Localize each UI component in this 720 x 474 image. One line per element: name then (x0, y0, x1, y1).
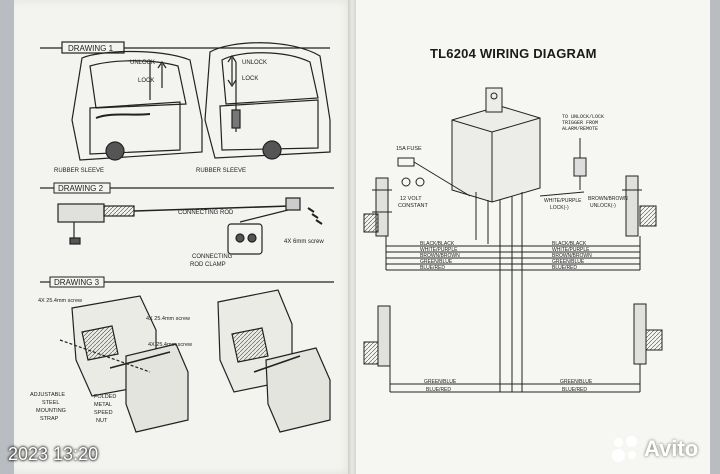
actuator-bottom-right (633, 303, 647, 365)
strap-label-2: STEEL (42, 400, 59, 406)
wire-bottom-left-1: GREEN/BLUE (424, 379, 457, 385)
clamp-label-line1: CONNECTING (192, 254, 233, 260)
nut-label-4: NUT (96, 418, 108, 424)
right-page (352, 0, 710, 474)
nut-label-1: FOLDED (94, 394, 116, 400)
actuator-bottom-left (377, 305, 391, 367)
unlock-wire-label-1: BROWN/BROWN (588, 196, 628, 202)
trigger-label-2: TRIGGER FROM (562, 120, 598, 126)
wire-bottom-right-2: BLUE/RED (562, 387, 587, 393)
drawing-2 (40, 187, 334, 255)
screw-label-mid: 4X 25.4mm screw (146, 316, 190, 322)
avito-logo-icon (612, 436, 638, 462)
drawing-3 (40, 281, 334, 433)
screw-label-low: 4X 25.4mm screw (148, 342, 192, 348)
wire-bottom-right-1: GREEN/BLUE (560, 379, 593, 385)
control-module (451, 105, 541, 203)
wire-left-3: BROWN/BROWN (420, 253, 460, 259)
trigger-label-1: TO UNLOCK/LOCK (562, 114, 604, 120)
page-spine (348, 0, 356, 474)
lock-label-right: LOCK (242, 76, 258, 82)
lock-wire-label-2: LOCK(-) (550, 205, 569, 211)
mount-bracket-right (265, 347, 331, 433)
wire-right-5: BLUE/RED (552, 265, 577, 271)
nut-label-2: METAL (94, 402, 112, 408)
drawing-2-label: DRAWING 2 (58, 184, 104, 193)
speaker-left (105, 141, 125, 161)
wire-right-3: BROWN/BROWN (552, 253, 592, 259)
actuator-top-right (625, 175, 639, 237)
clamp-label-line2: ROD CLAMP (190, 262, 226, 268)
wiring-diagram-title: TL6204 WIRING DIAGRAM (430, 46, 597, 61)
wire-bottom-left-2: BLUE/RED (426, 387, 451, 393)
mount-bracket-left (125, 343, 189, 433)
drawing-1 (40, 41, 331, 161)
drawing-1-label: DRAWING 1 (68, 44, 114, 53)
drawing-3-label-box (49, 276, 105, 288)
avito-watermark: Avito (612, 436, 698, 462)
strap-label-1: ADJUSTABLE (30, 392, 65, 398)
fuse-label: 15A FUSE (396, 146, 422, 152)
lock-wire-label-1: WHITE/PURPLE (544, 198, 582, 204)
constant-label-1: 12 VOLT (400, 196, 422, 202)
wiring-diagram (363, 87, 663, 393)
door-left-outline (71, 50, 203, 161)
nut-label-3: SPEED (94, 410, 113, 416)
wire-right-4: GREEN/BLUE (552, 259, 585, 265)
unlock-wire-label-2: UNLOCK(-) (590, 203, 616, 209)
trigger-label-3: ALARM/REMOTE (562, 126, 598, 132)
speaker-right (262, 140, 282, 160)
photo-timestamp: 2023 13:20 (8, 444, 99, 464)
unlock-label-left: UNLOCK (130, 60, 155, 66)
door-right-outline (204, 42, 331, 159)
unlock-label-right: UNLOCK (242, 60, 267, 66)
wire-left-1: BLACK/BLACK (420, 241, 455, 247)
screw-6mm-label: 4X 6mm screw (284, 239, 324, 245)
rubber-sleeve-right: RUBBER SLEEVE (196, 168, 246, 174)
wire-right-1: BLACK/BLACK (552, 241, 587, 247)
actuator-top-left (375, 177, 389, 237)
clamp-detail (227, 223, 263, 255)
drawing-2-label-box (53, 182, 111, 194)
wire-right-2: WHITE/PURPLE (552, 247, 590, 253)
wire-left-5: BLUE/RED (420, 265, 445, 271)
avito-watermark-text: Avito (644, 436, 699, 461)
module-bracket (485, 87, 503, 113)
constant-label-2: CONSTANT (398, 203, 428, 209)
lock-label-left: LOCK (138, 78, 154, 84)
actuator-body (57, 203, 105, 223)
wire-left-2: WHITE/PURPLE (420, 247, 458, 253)
connecting-rod-label: CONNECTING ROD (178, 210, 234, 216)
strap-label-4: STRAP (40, 416, 59, 422)
drawing-3-label: DRAWING 3 (54, 278, 100, 287)
screw-label-top: 4X 25.4mm screw (38, 298, 82, 304)
wire-left-4: GREEN/BLUE (420, 259, 453, 265)
strap-label-3: MOUNTING (36, 408, 66, 414)
door-left-window (89, 60, 187, 109)
rubber-sleeve-left: RUBBER SLEEVE (54, 168, 104, 174)
